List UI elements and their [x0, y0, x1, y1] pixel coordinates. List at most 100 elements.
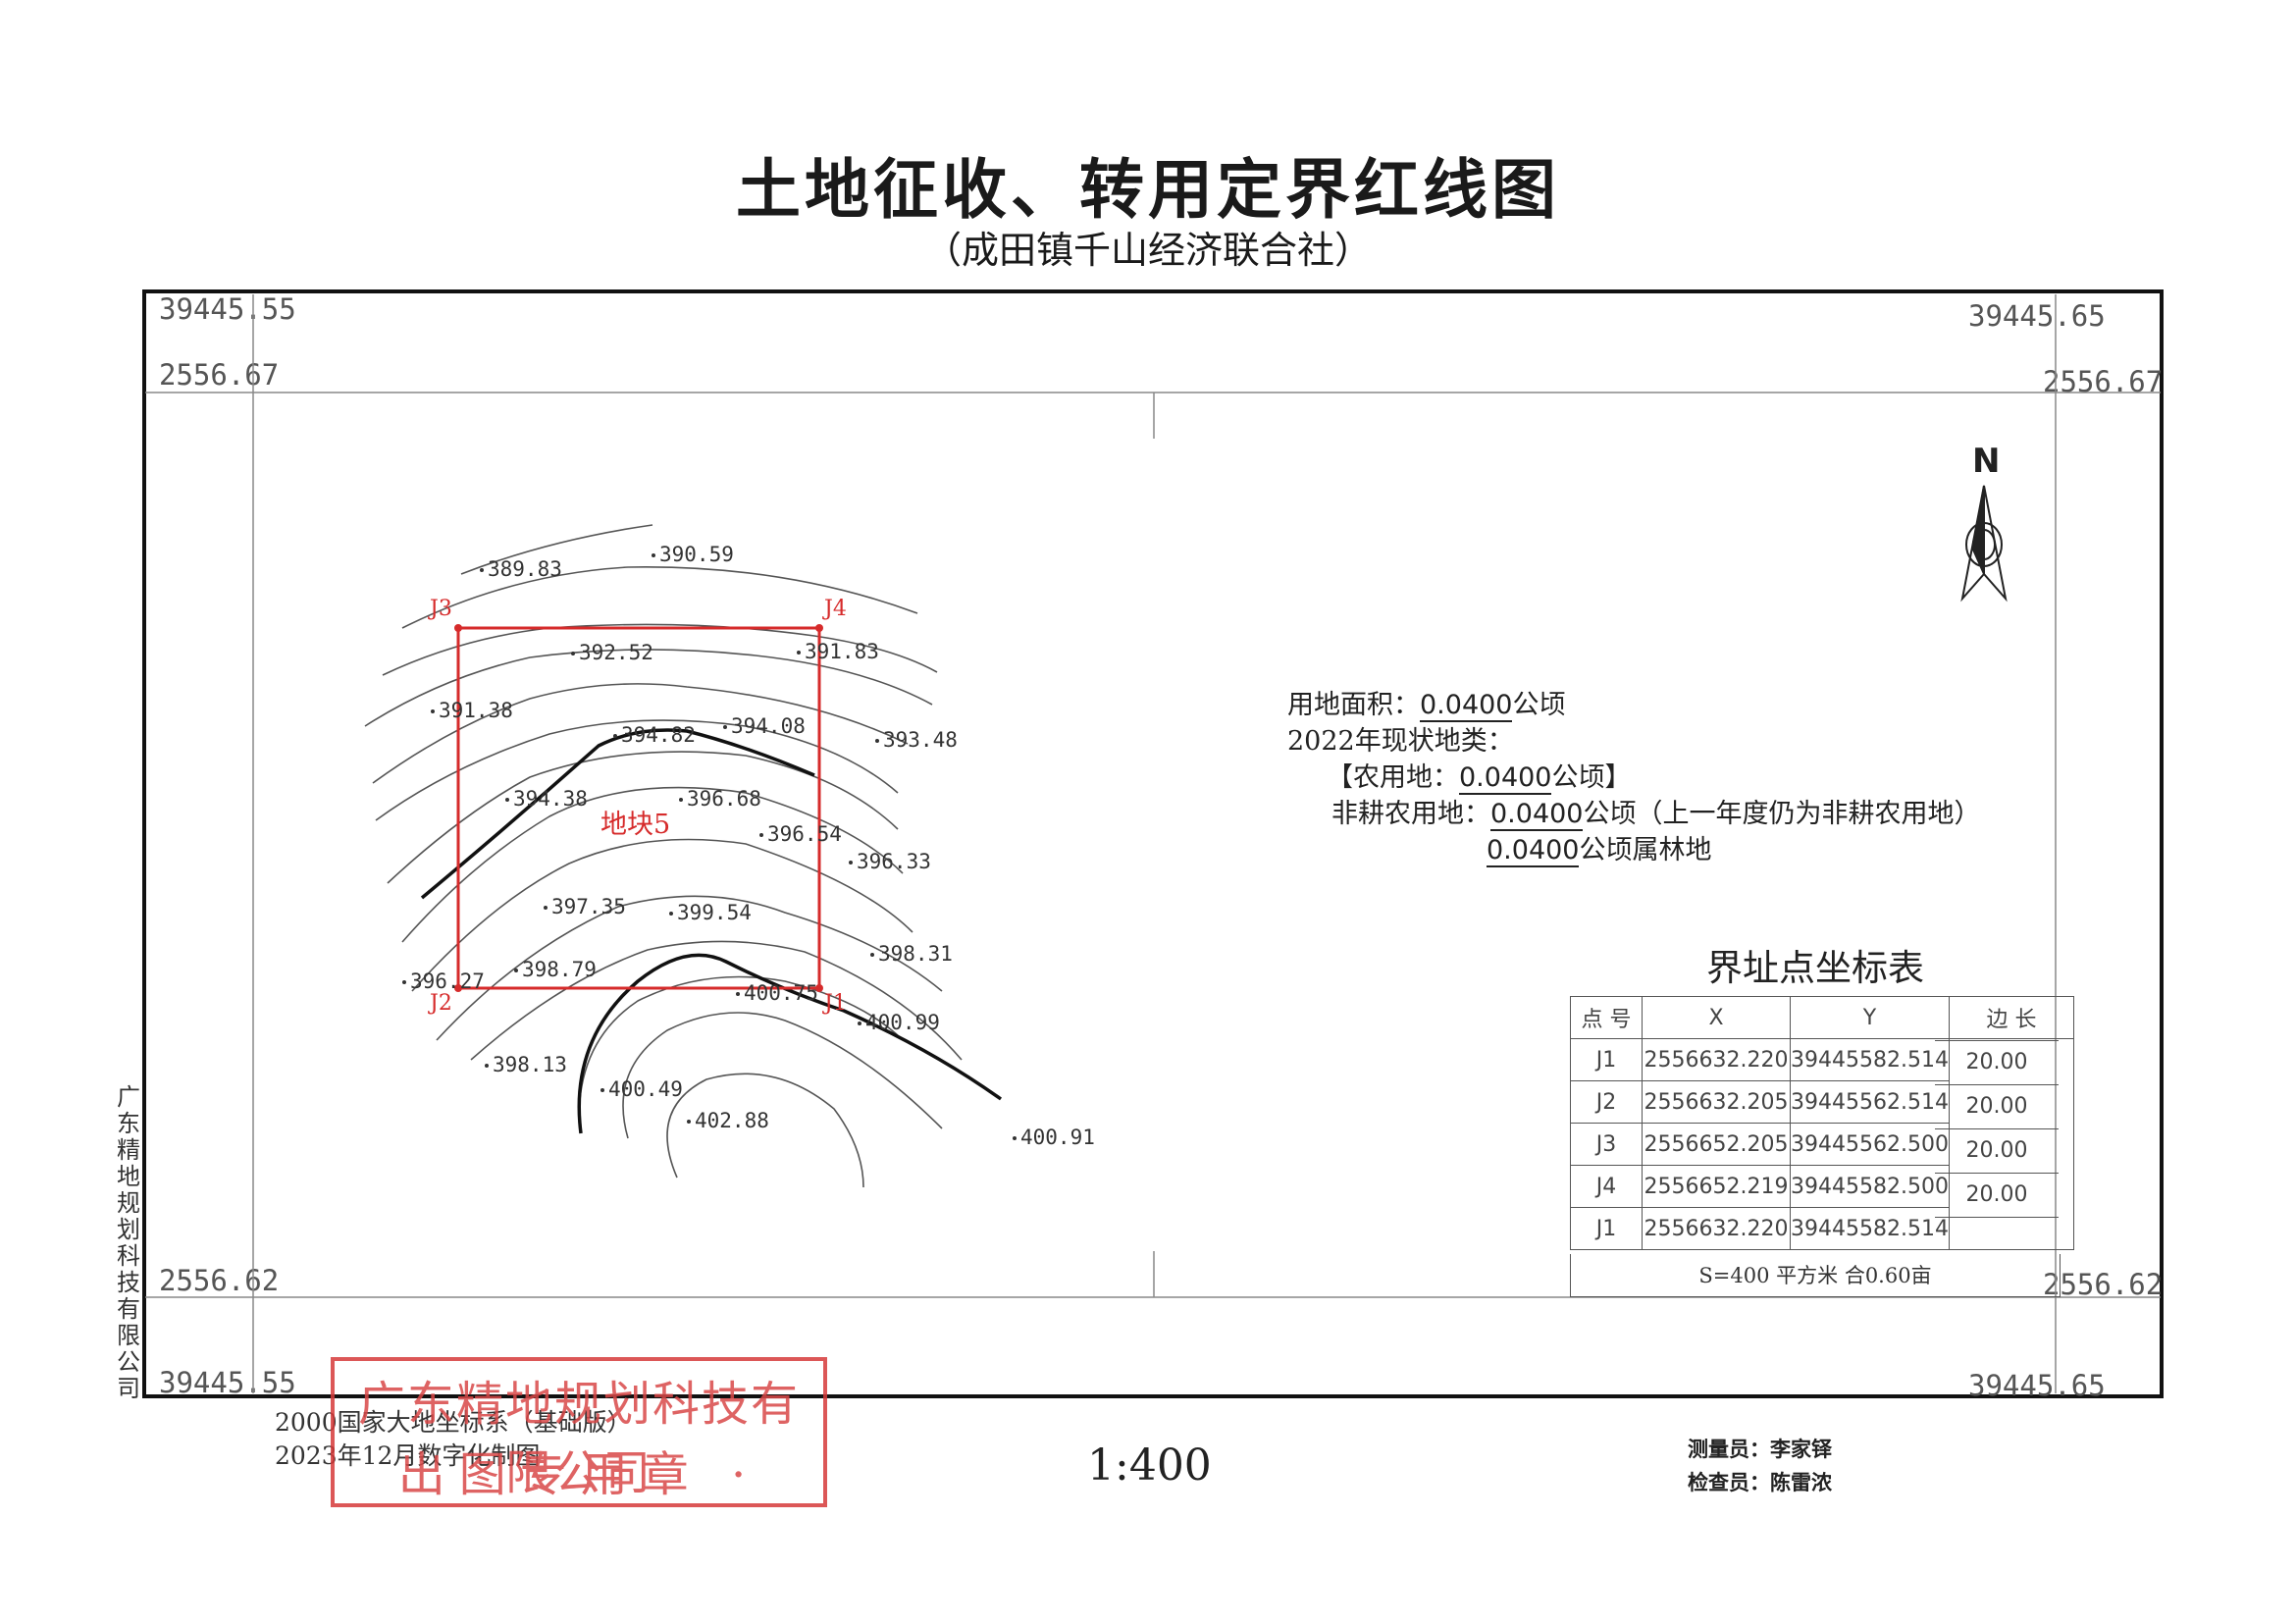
agri-value: 0.0400 — [1459, 762, 1552, 795]
parcel-boundary[interactable] — [456, 626, 821, 990]
cell-edge-blank — [1948, 1123, 2074, 1166]
table-row: J3 2556652.205 39445562.500 — [1570, 1123, 2074, 1166]
elevation-dot — [679, 798, 683, 802]
elevation-dot — [759, 833, 763, 837]
cell-y: 39445562.500 — [1790, 1123, 1950, 1166]
status-label: 2022年现状地类： — [1287, 726, 1514, 757]
edge-lengths: 20.00 20.00 20.00 20.00 — [1935, 1040, 2059, 1218]
elevation-label: 391.83 — [805, 640, 879, 663]
elevation-label: 400.49 — [608, 1077, 683, 1101]
elevation-label: 396.54 — [767, 822, 842, 846]
cell-y: 39445562.514 — [1790, 1080, 1950, 1124]
elevation-dot — [687, 1120, 691, 1124]
point-label-j1: J1 — [824, 991, 847, 1016]
cell-y: 39445582.514 — [1790, 1207, 1950, 1250]
coord-top-left-y: 39445.55 — [159, 292, 296, 326]
cell-point: J1 — [1570, 1038, 1643, 1081]
cell-edge-blank — [1948, 1165, 2074, 1208]
cell-x: 2556632.220 — [1642, 1038, 1791, 1081]
table-row: J1 2556632.220 39445582.514 — [1570, 1038, 2074, 1081]
cell-x: 2556632.205 — [1642, 1080, 1791, 1124]
elevation-points — [402, 553, 1017, 1140]
elevation-label: 400.91 — [1020, 1126, 1095, 1149]
north-label: N — [1972, 442, 2001, 481]
edge-length: 20.00 — [1935, 1084, 2059, 1128]
area-label: 用地面积： — [1287, 690, 1420, 720]
cell-x: 2556652.205 — [1642, 1123, 1791, 1166]
coord-table: 点 号 X Y 边 长 J1 2556632.220 39445582.514 … — [1570, 996, 2074, 1250]
elevation-dot — [870, 953, 874, 957]
boundary-points — [454, 624, 823, 992]
checker-label: 检查员：陈雷浓 — [1688, 1471, 1832, 1494]
area-value: 0.0400 — [1420, 690, 1513, 722]
elevation-dot — [480, 568, 484, 572]
point-label-j3: J3 — [430, 597, 452, 621]
forest-suffix: 公顷属林地 — [1579, 835, 1712, 865]
elevation-dot — [875, 739, 879, 743]
elevation-label: 402.88 — [695, 1109, 769, 1132]
elevation-dot — [669, 912, 673, 916]
forest-row: 0.0400公顷属林地 — [1287, 832, 1980, 868]
land-info-block: 用地面积：0.0400公顷 2022年现状地类： 【农用地：0.0400公顷】 … — [1287, 687, 1980, 868]
elevation-label: 392.52 — [579, 641, 653, 664]
nonfarm-suffix: 公顷（上一年度仍为非耕农用地） — [1583, 799, 1981, 829]
cell-point: J4 — [1570, 1165, 1643, 1208]
elevation-label: 394.38 — [513, 787, 588, 811]
nonfarm-label: 非耕农用地： — [1331, 799, 1490, 829]
surveyor-label: 测量员：李家铎 — [1688, 1438, 1832, 1461]
edge-length: 20.00 — [1935, 1128, 2059, 1173]
elevation-dot — [485, 1064, 489, 1068]
coord-left-top-x: 2556.67 — [159, 358, 280, 392]
parcel-label: 地块5 — [600, 810, 671, 840]
header-edge: 边 长 — [1948, 996, 2074, 1039]
table-row: J4 2556652.219 39445582.500 — [1570, 1165, 2074, 1208]
elevation-label: 394.08 — [731, 714, 806, 738]
agri-prefix: 【农用地： — [1327, 762, 1459, 793]
area-row: 用地面积：0.0400公顷 — [1287, 687, 1980, 723]
cell-edge-blank — [1948, 1038, 2074, 1081]
status-row: 2022年现状地类： — [1287, 723, 1980, 760]
elevation-label: 400.75 — [744, 981, 818, 1005]
nonfarm-row: 非耕农用地：0.0400公顷（上一年度仍为非耕农用地） — [1287, 796, 1980, 832]
area-summary: S=400 平方米 合0.60亩 — [1570, 1254, 2061, 1297]
cell-point: J2 — [1570, 1080, 1643, 1124]
cell-y: 39445582.514 — [1790, 1038, 1950, 1081]
elevation-dot — [797, 651, 801, 655]
elevation-label: 393.48 — [883, 728, 958, 752]
map-frame — [142, 289, 2164, 1398]
elevation-label: 398.31 — [878, 942, 953, 966]
elevation-dot — [514, 969, 518, 972]
coord-right-bottom-x: 2556.62 — [2043, 1268, 2164, 1301]
table-row: J1 2556632.220 39445582.514 — [1570, 1207, 2074, 1250]
elevation-label: 399.54 — [677, 901, 752, 924]
coord-table-title: 界址点坐标表 — [1706, 947, 1924, 989]
nonfarm-value: 0.0400 — [1490, 799, 1584, 831]
header-point: 点 号 — [1570, 996, 1643, 1039]
elevation-dot — [571, 652, 575, 655]
stamp-line-1: 广东精地规划科技有限公司 — [357, 1377, 800, 1500]
coord-bottom-left-y: 39445.55 — [159, 1366, 296, 1399]
elevation-dot — [1013, 1136, 1017, 1140]
north-arrow-icon — [1960, 485, 2008, 602]
point-label-j2: J2 — [430, 991, 452, 1016]
elevation-dot — [849, 861, 853, 864]
elevation-label: 390.59 — [659, 543, 734, 566]
elevation-label: 396.33 — [857, 850, 931, 873]
coord-left-bottom-x: 2556.62 — [159, 1264, 280, 1297]
elevation-dot — [858, 1022, 861, 1025]
elevation-label: 394.82 — [621, 723, 696, 747]
elevation-label: 396.27 — [410, 969, 485, 993]
elevation-label: 391.38 — [439, 699, 513, 722]
elevation-dot — [402, 980, 406, 984]
elevation-dot — [736, 992, 740, 996]
elevation-label: 389.83 — [488, 557, 562, 581]
cell-edge-blank — [1948, 1080, 2074, 1124]
contour-lines — [364, 524, 963, 1188]
stamp-line-2: 出图专用章 · — [397, 1447, 760, 1502]
elevation-label: 400.99 — [865, 1011, 940, 1034]
agri-suffix: 公顷】 — [1551, 762, 1632, 793]
elevation-label: 398.79 — [522, 958, 597, 981]
date-label: 2023年12月数字化制图 — [275, 1441, 541, 1470]
header-x: X — [1642, 996, 1791, 1039]
